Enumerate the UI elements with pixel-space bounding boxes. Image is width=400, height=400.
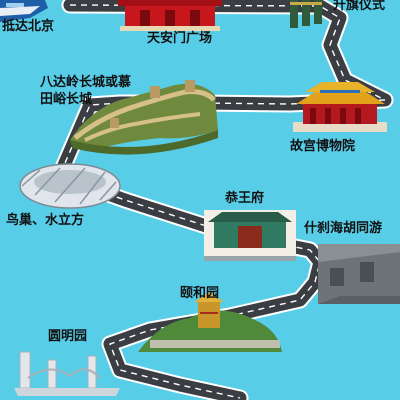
ruins-icon xyxy=(14,351,120,396)
stop-label-gongwangfu: 恭王府 xyxy=(225,191,265,206)
stop-label-arrive: 抵达北京 xyxy=(2,19,55,34)
hutong-icon xyxy=(318,244,400,304)
palace-icon xyxy=(293,82,387,132)
mansion-gate-icon xyxy=(204,210,296,261)
stop-label-birdsnest: 鸟巢、水立方 xyxy=(6,213,85,228)
stop-label-greatwall: 八达岭长城或慕田峪长城 xyxy=(40,75,132,107)
stop-label-summerpalace: 颐和园 xyxy=(180,286,220,301)
stop-label-shichahai: 什刹海胡同游 xyxy=(304,221,383,236)
train-icon xyxy=(0,0,48,22)
stop-label-palace: 故宫博物院 xyxy=(290,139,356,154)
birds-nest-icon xyxy=(19,163,121,209)
road-path xyxy=(46,0,394,400)
stop-label-yuanmingyuan: 圆明园 xyxy=(48,329,88,344)
stop-label-flag: 升旗仪式 xyxy=(333,0,386,13)
summer-palace-icon xyxy=(138,292,282,352)
honor-guard-icon xyxy=(290,0,322,28)
stop-label-tiananmen: 天安门广场 xyxy=(147,31,213,46)
tiananmen-gate-icon xyxy=(118,0,222,31)
great-wall-icon xyxy=(70,80,218,155)
